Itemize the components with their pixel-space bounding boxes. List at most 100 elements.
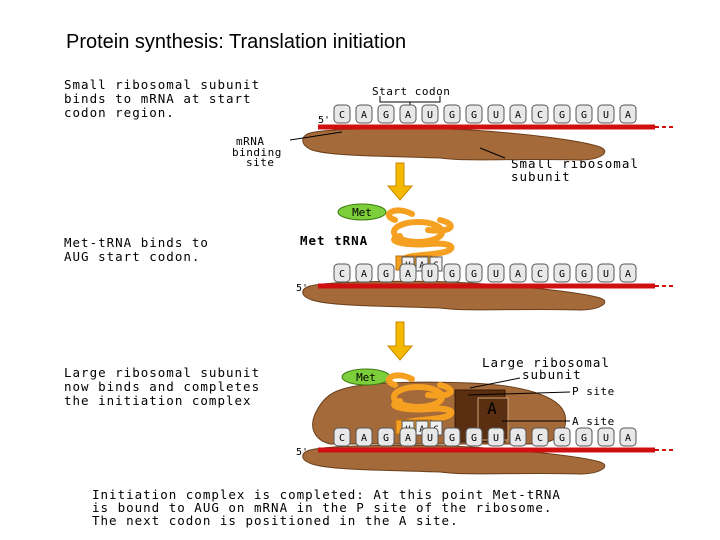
base-letter: A xyxy=(361,433,367,444)
base-tile xyxy=(487,104,505,124)
base-letter: U xyxy=(603,269,609,280)
mrna-site-label-3: site xyxy=(246,156,275,169)
base-letter: C xyxy=(537,269,543,280)
panel1-caption-line-2: binds to mRNA at start xyxy=(64,91,252,106)
base-tile xyxy=(487,427,505,447)
five-prime-label-2: 5' xyxy=(296,283,308,294)
base-letter: U xyxy=(493,433,499,444)
base-letter: C xyxy=(339,433,345,444)
small-subunit-shape xyxy=(302,127,606,161)
base-letter: U xyxy=(427,433,433,444)
base-letter: A xyxy=(405,269,411,280)
base-tile xyxy=(377,427,395,447)
base-tile xyxy=(443,104,461,124)
five-prime-label-3: 5' xyxy=(296,447,308,458)
p-site-leader xyxy=(467,391,571,396)
large-subunit-leader xyxy=(469,377,521,389)
base-tile xyxy=(619,263,637,283)
base-tile xyxy=(355,427,373,447)
footer-line-2: is bound to AUG on mRNA in the P site of… xyxy=(92,500,553,515)
base-tile xyxy=(487,263,505,283)
small-subunit-label-2: subunit xyxy=(511,169,571,184)
base-letter: C xyxy=(537,433,543,444)
trna-label: Met tRNA xyxy=(300,233,369,248)
base-tile xyxy=(597,104,615,124)
footer-line-3: The next codon is positioned in the A si… xyxy=(92,513,459,528)
base-letter: G xyxy=(383,433,389,444)
down-arrow-2 xyxy=(386,321,414,361)
base-tile xyxy=(333,263,351,283)
base-letter: A xyxy=(515,269,521,280)
base-tile xyxy=(377,104,395,124)
base-tile xyxy=(399,104,417,124)
base-letter: G xyxy=(581,269,587,280)
base-tile xyxy=(531,104,549,124)
base-letter: A xyxy=(361,269,367,280)
met-label-3: Met xyxy=(356,371,376,384)
base-letter: G xyxy=(581,433,587,444)
large-subunit-label-1: Large ribosomal xyxy=(482,355,610,370)
start-codon-label: Start codon xyxy=(372,85,451,98)
p-site-label: P site xyxy=(572,385,615,398)
base-tile xyxy=(597,263,615,283)
base-tile xyxy=(355,263,373,283)
base-tile xyxy=(597,427,615,447)
base-letter: C xyxy=(537,110,543,121)
base-letter: G xyxy=(471,110,477,121)
large-subunit-label-2: subunit xyxy=(522,367,582,382)
base-tile xyxy=(443,263,461,283)
base-tile xyxy=(553,263,571,283)
mrna-site-label-1: mRNA xyxy=(236,135,265,148)
panel3-caption-line-2: now binds and completes xyxy=(64,379,261,394)
base-letter: G xyxy=(581,110,587,121)
base-tile xyxy=(531,263,549,283)
base-letter: A xyxy=(405,110,411,121)
base-tile xyxy=(421,427,439,447)
base-letter: G xyxy=(449,433,455,444)
base-tile xyxy=(355,104,373,124)
base-tile xyxy=(553,427,571,447)
base-tile xyxy=(399,427,417,447)
base-tile xyxy=(509,104,527,124)
base-letter: G xyxy=(449,110,455,121)
footer-line-1: Initiation complex is completed: At this… xyxy=(92,487,561,502)
panel1-caption-line-1: Small ribosomal subunit xyxy=(64,77,261,92)
base-tile xyxy=(509,263,527,283)
base-tile xyxy=(553,104,571,124)
five-prime-label: 5' xyxy=(318,115,330,126)
base-tile xyxy=(443,427,461,447)
base-letter: U xyxy=(427,110,433,121)
panel2-caption-line-2: AUG start codon. xyxy=(64,249,201,264)
base-letter: U xyxy=(603,110,609,121)
small-subunit-leader xyxy=(479,147,506,159)
base-tile xyxy=(333,427,351,447)
base-tile xyxy=(421,104,439,124)
slide-title: Protein synthesis: Translation initiatio… xyxy=(66,31,407,53)
base-tile xyxy=(509,427,527,447)
trna-coil-2 xyxy=(385,207,455,265)
base-tile xyxy=(465,263,483,283)
met-amino-acid-2 xyxy=(337,203,387,221)
small-subunit-label-1: Small ribosomal xyxy=(511,156,639,171)
base-tile xyxy=(465,427,483,447)
base-letter: G xyxy=(559,269,565,280)
base-letter: U xyxy=(427,269,433,280)
base-letter: U xyxy=(603,433,609,444)
panel2-caption-line-1: Met-tRNA binds to xyxy=(64,235,209,250)
base-letter: A xyxy=(361,110,367,121)
a-site-letter: A xyxy=(487,399,497,418)
mrna-site-label-2: binding xyxy=(232,146,282,159)
base-tile xyxy=(575,263,593,283)
base-tile xyxy=(333,104,351,124)
base-letter: G xyxy=(449,269,455,280)
base-letter: U xyxy=(493,110,499,121)
base-letter: A xyxy=(625,269,631,280)
base-letter: A xyxy=(625,110,631,121)
base-letter: A xyxy=(625,433,631,444)
base-tile xyxy=(619,427,637,447)
